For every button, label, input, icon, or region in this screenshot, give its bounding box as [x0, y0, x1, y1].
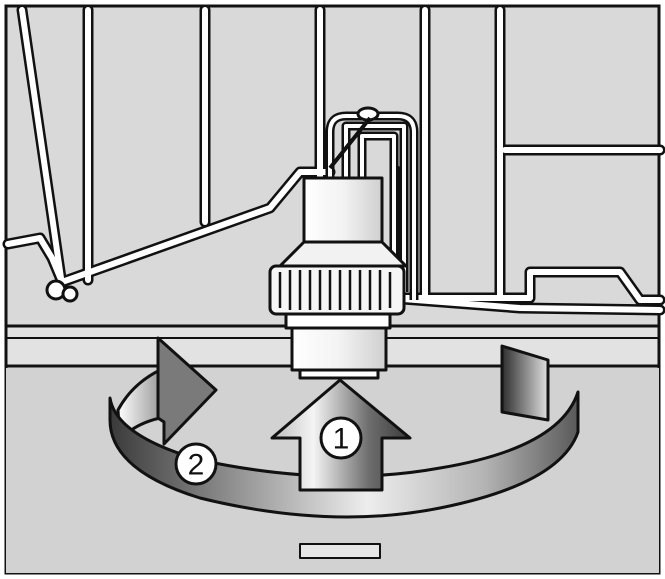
step-marker-2-label: 2 [188, 449, 205, 482]
step-marker-1-label: 1 [333, 423, 350, 456]
filter-head [268, 176, 408, 380]
step-marker-1: 1 [319, 416, 363, 460]
spray-arm-bracket [325, 106, 419, 300]
step-marker-2: 2 [174, 442, 218, 486]
dish-rack [2, 4, 665, 316]
rotate-arrow [108, 336, 580, 559]
